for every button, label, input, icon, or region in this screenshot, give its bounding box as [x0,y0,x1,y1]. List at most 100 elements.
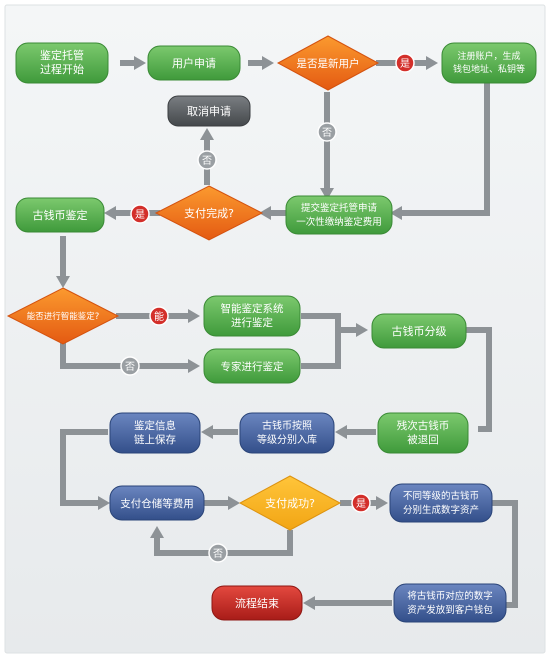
node-grade-storage-line-1: 古钱币按照 [262,419,312,432]
arrow-start-to-apply [120,56,146,70]
node-pay-success-label: 支付成功? [265,497,315,510]
node-cancel: 取消申请 [167,95,251,127]
arrow-reject-to-store [335,425,376,439]
node-payment-done: 支付完成? [154,185,264,241]
node-chain-save-shape [109,412,201,454]
node-cancel-shape [167,95,251,127]
node-pay-success: 支付成功? [238,475,342,531]
badge-paid-yes-text: 是 [135,209,145,221]
arrow-apply-to-newuser [248,56,274,70]
node-payment-done-shape [154,185,264,241]
node-register-line-1: 注册账户，生成 [457,50,520,62]
node-start-line-1: 鉴定托管 [40,48,84,62]
node-register: 注册账户，生成钱包地址、私钥等 [441,42,537,84]
badge-paid-no: 否 [197,150,217,170]
node-payment-done-label: 支付完成? [184,206,234,220]
arrow-fee-to-success [204,496,240,510]
node-submit-apply: 提交鉴定托管申请一次性缴纳鉴定费用 [285,195,393,235]
node-pay-fees: 支付仓储等费用 [109,485,205,521]
badge-newuser-yes: 是 [395,53,415,73]
node-coin-identify-shape [15,197,105,233]
node-smart-system-line-2: 进行鉴定 [231,316,273,329]
node-issue-wallet: 将古钱币对应的数字资产发放到客户钱包 [393,583,507,623]
badge-success-yes-text: 是 [356,498,366,510]
arrow-wallet-to-end [303,596,392,610]
arrow-merge-to-grade [335,323,368,337]
node-register-line-2: 钱包地址、私钥等 [453,63,525,75]
arrow-merge-line-top [301,313,341,369]
node-coin-grade-label: 古钱币分级 [392,324,447,338]
badge-smart-yes-circle [149,306,169,326]
node-pay-success-shape [238,475,342,531]
node-submit-apply-label: 提交鉴定托管申请一次性缴纳鉴定费用 [296,202,382,228]
badge-paid-yes: 是 [130,204,150,224]
node-digital-asset-line-1: 不同等级的古钱币 [403,490,479,502]
node-smart-system-shape [203,295,301,337]
node-start-line-2: 过程开始 [40,62,84,76]
badge-success-yes: 是 [351,493,371,513]
node-expert: 专家进行鉴定 [203,348,301,384]
node-end: 流程结束 [211,585,303,621]
badge-paid-yes-circle [130,204,150,224]
badge-newuser-no: 否 [317,122,337,142]
node-cancel-label: 取消申请 [187,104,231,118]
arrow-identify-to-smart [56,236,70,288]
node-user-apply-label: 用户申请 [172,56,216,70]
badge-success-no-text: 否 [213,548,223,560]
badge-paid-no-circle [197,150,217,170]
node-coin-identify-label: 古钱币鉴定 [33,208,88,222]
node-pay-fees-shape [109,485,205,521]
arrow-smart-no [60,338,200,373]
node-smart-system: 智能鉴定系统进行鉴定 [203,295,301,337]
node-digital-asset-line-2: 分别生成数字资产 [403,504,479,516]
arrow-grade-to-reject [466,327,492,432]
badge-smart-no: 否 [120,356,140,376]
node-grade-storage-shape [239,412,335,454]
node-end-label: 流程结束 [235,596,279,610]
node-issue-wallet-line-2: 资产发放到客户钱包 [407,604,493,616]
node-grade-storage-label: 古钱币按照等级分别入库 [257,419,317,446]
node-chain-save: 鉴定信息链上保存 [109,412,201,454]
badge-smart-yes-text: 能 [154,310,164,323]
badge-newuser-no-text: 否 [322,127,332,139]
node-coin-grade: 古钱币分级 [371,313,467,349]
node-expert-shape [203,348,301,384]
node-start: 鉴定托管过程开始 [15,42,109,84]
node-chain-save-line-2: 链上保存 [134,433,176,446]
badge-paid-no-text: 否 [202,155,212,167]
node-issue-wallet-shape [393,583,507,623]
badge-success-yes-circle [351,493,371,513]
node-is-new-user: 是否是新用户 [276,35,380,91]
node-digital-asset: 不同等级的古钱币分别生成数字资产 [389,483,493,523]
node-defect-return-shape [377,412,469,454]
badge-success-no-circle [208,543,228,563]
node-register-label: 注册账户，生成钱包地址、私钥等 [453,50,525,75]
node-submit-apply-line-1: 提交鉴定托管申请 [301,202,378,214]
arrow-asset-to-wallet [492,500,518,580]
arrow-submit-to-paid [259,206,286,220]
nodes: 鉴定托管过程开始 用户申请 是否是新用户 注册账户，生成钱包地址、私钥等 取消申… [6,35,537,623]
node-smart-system-line-1: 智能鉴定系统 [221,302,284,315]
badge-newuser-yes-circle [395,53,415,73]
node-chain-save-line-1: 鉴定信息 [134,419,176,432]
node-register-shape [441,42,537,84]
node-start-shape [15,42,109,84]
node-grade-storage: 古钱币按照等级分别入库 [239,412,335,454]
arrow-asset-to-wallet-head [506,576,518,608]
badge-newuser-yes-text: 是 [400,58,410,70]
node-digital-asset-shape [389,483,493,523]
node-is-new-user-shape [276,35,380,91]
node-smart-possible-label: 能否进行智能鉴定? [27,311,100,322]
node-submit-apply-line-2: 一次性缴纳鉴定费用 [296,216,382,228]
node-pay-fees-label: 支付仓储等费用 [120,497,194,510]
node-end-shape [211,585,303,621]
node-issue-wallet-label: 将古钱币对应的数字资产发放到客户钱包 [407,590,493,616]
arrow-store-to-chain [201,425,238,439]
badge-smart-yes: 能 [149,306,169,326]
node-coin-grade-shape [371,313,467,349]
decision-badges: 是 否 否 是 能 否 是 否 [120,53,415,563]
node-defect-return-line-1: 残次古钱币 [397,419,450,432]
node-defect-return: 残次古钱币被退回 [377,412,469,454]
